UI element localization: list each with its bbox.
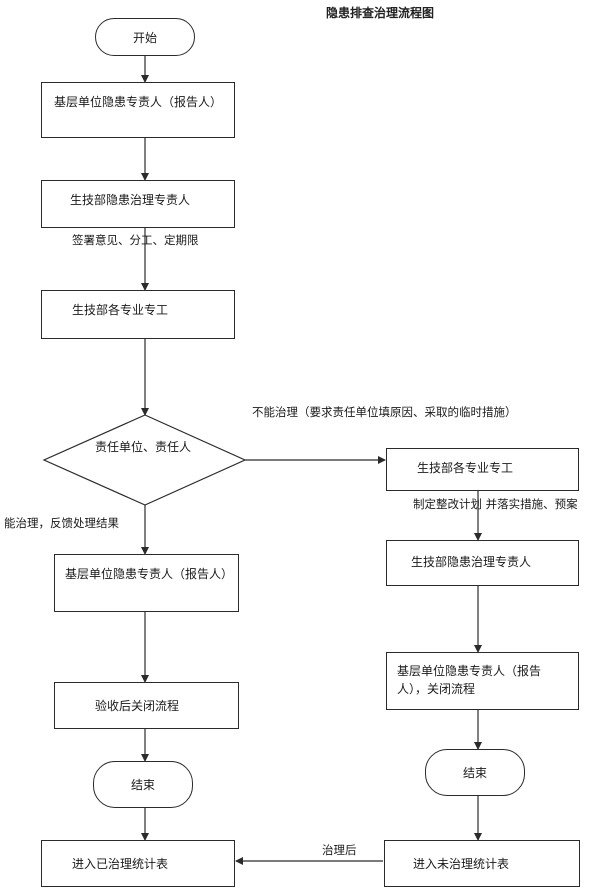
can-label: 能治理，反馈处理结果 (4, 516, 119, 530)
start-node: 开始 (95, 18, 195, 56)
tech-engineer-box-label: 生技部各专业专工 (72, 303, 169, 317)
left-close-box: 验收后关闭流程 (54, 682, 239, 729)
right-end-node-label: 结束 (462, 766, 487, 780)
sign-label: 签署意见、分工、定期限 (72, 233, 199, 247)
right-manager-box-label: 生技部隐患治理专责人 (411, 555, 532, 569)
cannot-label: 不能治理（要求责任单位填原因、采取的临时措施） (252, 405, 517, 419)
right-manager-box: 生技部隐患治理专责人 (386, 540, 579, 586)
decision-diamond (42, 414, 247, 506)
decision-label: 责任单位、责任人 (94, 440, 191, 454)
start-node-label: 开始 (132, 30, 157, 45)
diagram-title: 隐患排查治理流程图 (325, 6, 434, 20)
left-close-box-label: 验收后关闭流程 (95, 699, 180, 713)
tech-manager-box-label: 生技部隐患治理专责人 (70, 193, 191, 207)
left-reporter-box: 基层单位隐患专责人（报告人） (54, 554, 239, 612)
plan-label: 制定整改计划 并落实措施、预案 (413, 496, 589, 513)
tech-manager-box: 生技部隐患治理专责人 (41, 180, 235, 228)
left-end-node: 结束 (93, 761, 193, 808)
reporter-box-label: 基层单位隐患专责人（报告人） (54, 95, 223, 109)
right-engineer-box: 生技部各专业专工 (386, 448, 579, 491)
left-end-node-label: 结束 (130, 778, 155, 792)
right-reporter-box: 基层单位隐患专责人（报告人），关闭流程 (386, 652, 579, 710)
tech-engineer-box: 生技部各专业专工 (41, 290, 235, 339)
right-reporter-box-label: 基层单位隐患专责人（报告人），关闭流程 (397, 664, 542, 696)
left-reporter-box-label: 基层单位隐患专责人（报告人） (65, 567, 234, 581)
right-engineer-box-label: 生技部各专业专工 (417, 461, 514, 475)
left-stat-box: 进入已治理统计表 (41, 840, 235, 887)
right-stat-box: 进入未治理统计表 (384, 840, 580, 887)
reporter-box: 基层单位隐患专责人（报告人） (41, 82, 235, 138)
after-label: 治理后 (322, 843, 357, 857)
right-end-node: 结束 (425, 749, 525, 796)
plan-label-text: 制定整改计划 并落实措施、预案 (413, 497, 578, 511)
left-stat-box-label: 进入已治理统计表 (72, 857, 169, 871)
right-stat-box-label: 进入未治理统计表 (413, 857, 510, 871)
